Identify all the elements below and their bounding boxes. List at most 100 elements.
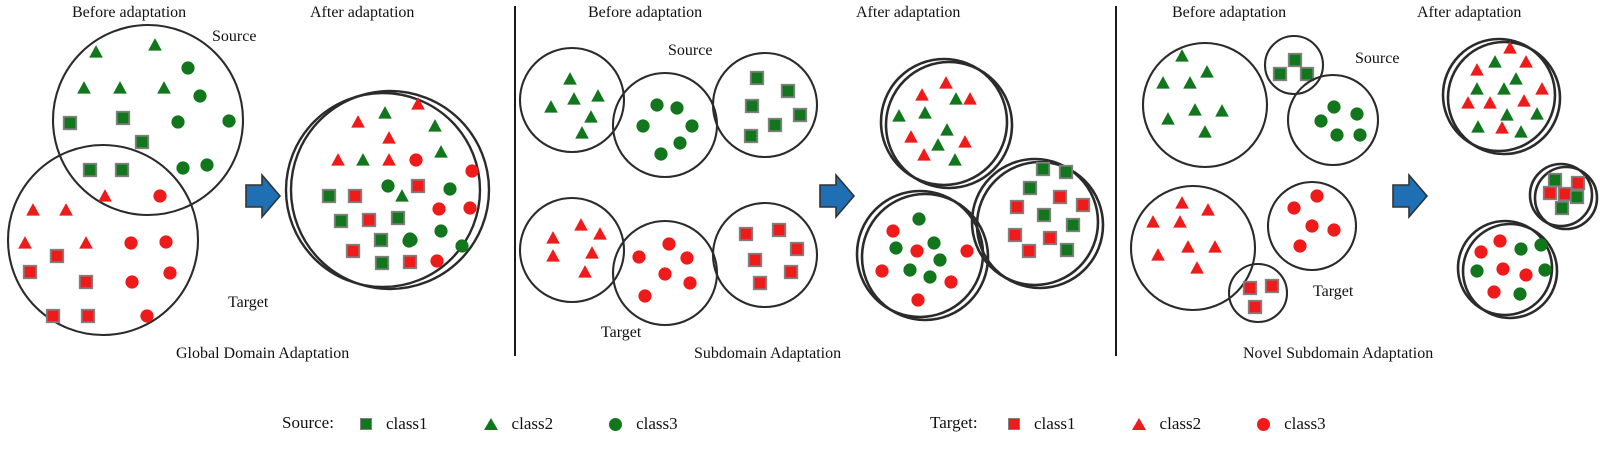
marker-square-target-class1 [1264,278,1280,294]
marker-triangle-target-class2 [382,131,396,144]
marker-circle-target-class3 [875,264,889,278]
marker-circle-target-class3 [1493,234,1507,248]
marker-triangle-source-class2 [1200,65,1214,78]
marker-square-source-class1 [114,162,130,178]
marker-square-source-class1 [1299,66,1315,82]
marker-triangle-source-class2 [1500,108,1514,121]
marker-circle-target-class3 [680,251,694,265]
marker-square-target-class1 [752,275,768,291]
marker-square-target-class1 [410,178,426,194]
marker-circle-source-class3 [636,119,650,133]
panel-divider-2 [1115,6,1117,356]
target-class3-cluster [1266,180,1358,272]
marker-triangle-source-class2 [1509,72,1523,85]
panel-global-domain-adaptation [6,23,491,337]
marker-triangle-source-class2 [567,92,581,105]
marker-circle-source-class3 [1513,287,1527,301]
marker-square-source-class1 [1569,189,1585,205]
marker-circle-target-class3 [432,202,446,216]
marker-circle-target-class3 [1287,201,1301,215]
marker-circle-target-class3 [683,276,697,290]
target-class1-cluster [1227,262,1289,324]
marker-triangle-target-class2 [574,218,588,231]
marker-circle-source-class3 [176,161,190,175]
panel-novel-subdomain-adaptation [1129,34,1599,324]
marker-triangle-target-class2 [939,76,953,89]
marker-triangle-source-class2 [584,110,598,123]
marker-triangle-target-class2 [915,88,929,101]
marker-circle-source-class3 [670,101,684,115]
marker-triangle-target-class2 [79,236,93,249]
marker-circle-source-class3 [1534,238,1548,252]
class2-aligned-cluster-outer [884,60,1014,190]
marker-circle-target-class3 [124,236,138,250]
panel1-before-label: Before adaptation [72,4,187,21]
panel3-source-label: Source [1355,50,1400,67]
marker-square-target-class1 [402,254,418,270]
panel1-caption: Global Domain Adaptation [176,345,350,362]
marker-circle-target-class3 [960,244,974,258]
marker-circle-target-class3 [1474,245,1488,259]
source-class3-cluster [1286,73,1380,167]
marker-triangle-target-class2 [1461,96,1475,109]
marker-square-source-class1 [333,213,349,229]
marker-triangle-target-class2 [59,203,73,216]
marker-square-source-class1 [1547,172,1563,188]
marker-square-target-class1 [1052,189,1068,205]
marker-square-source-class1 [1035,161,1051,177]
arrow-right-icon-panel2 [819,174,855,218]
marker-triangle-source-class2 [1488,55,1502,68]
marker-triangle-target-class2 [1146,215,1160,228]
panel2-after-label: After adaptation [856,4,961,21]
panel2-source-label: Source [668,42,713,59]
merged-outer-circle [289,89,491,291]
source-class1-cluster [711,51,819,159]
class1-aligned-cluster-outer [1533,165,1599,231]
marker-square-target-class1 [22,264,38,280]
marker-triangle-source-class2 [948,153,962,166]
marker-circle-source-class3 [222,114,236,128]
marker-triangle-source-class2 [148,38,162,51]
marker-square-source-class1 [390,210,406,226]
marker-triangle-target-class2 [1535,82,1549,95]
marker-circle-target-class3 [1496,262,1510,276]
marker-triangle-source-class2 [1183,76,1197,89]
marker-circle-source-class3 [1514,242,1528,256]
marker-triangle-target-class2 [963,92,977,105]
target-class2-cluster [518,196,626,304]
panel2-caption: Subdomain Adaptation [694,345,842,362]
marker-square-source-class1 [374,255,390,271]
marker-circle-target-class3 [1310,189,1324,203]
source-class2-cluster [1141,41,1269,169]
marker-circle-target-class3 [409,153,423,167]
marker-circle-source-class3 [443,182,457,196]
marker-circle-target-class3 [658,267,672,281]
marker-square-source-class1 [743,128,759,144]
marker-triangle-source-class2 [918,106,932,119]
legend-target-class2-label: class2 [1159,414,1202,434]
marker-circle-source-class3 [927,236,941,250]
marker-circle-target-class3 [159,235,173,249]
marker-square-target-class1 [49,248,65,264]
marker-circle-source-class3 [171,115,185,129]
target-circle [6,143,200,337]
marker-circle-source-class3 [455,239,469,253]
marker-triangle-target-class2 [1483,96,1497,109]
marker-triangle-target-class2 [1201,203,1215,216]
marker-circle-source-class3 [403,232,417,246]
marker-triangle-source-class2 [395,189,409,202]
legend-target-class1-label: class1 [1034,414,1076,434]
marker-square-source-class1 [373,232,389,248]
marker-square-source-class1 [1272,66,1288,82]
marker-triangle-source-class2 [157,81,171,94]
marker-circle-source-class3 [685,119,699,133]
marker-square-source-class1 [1059,242,1075,258]
marker-circle-source-class3 [1350,107,1364,121]
marker-triangle-source-class2 [1156,76,1170,89]
marker-triangle-target-class2 [411,97,425,110]
marker-circle-target-class3 [153,189,167,203]
marker-triangle-target-class2 [1173,215,1187,228]
marker-circle-target-class3 [140,309,154,323]
legend-source-class3-label: class3 [636,414,678,434]
